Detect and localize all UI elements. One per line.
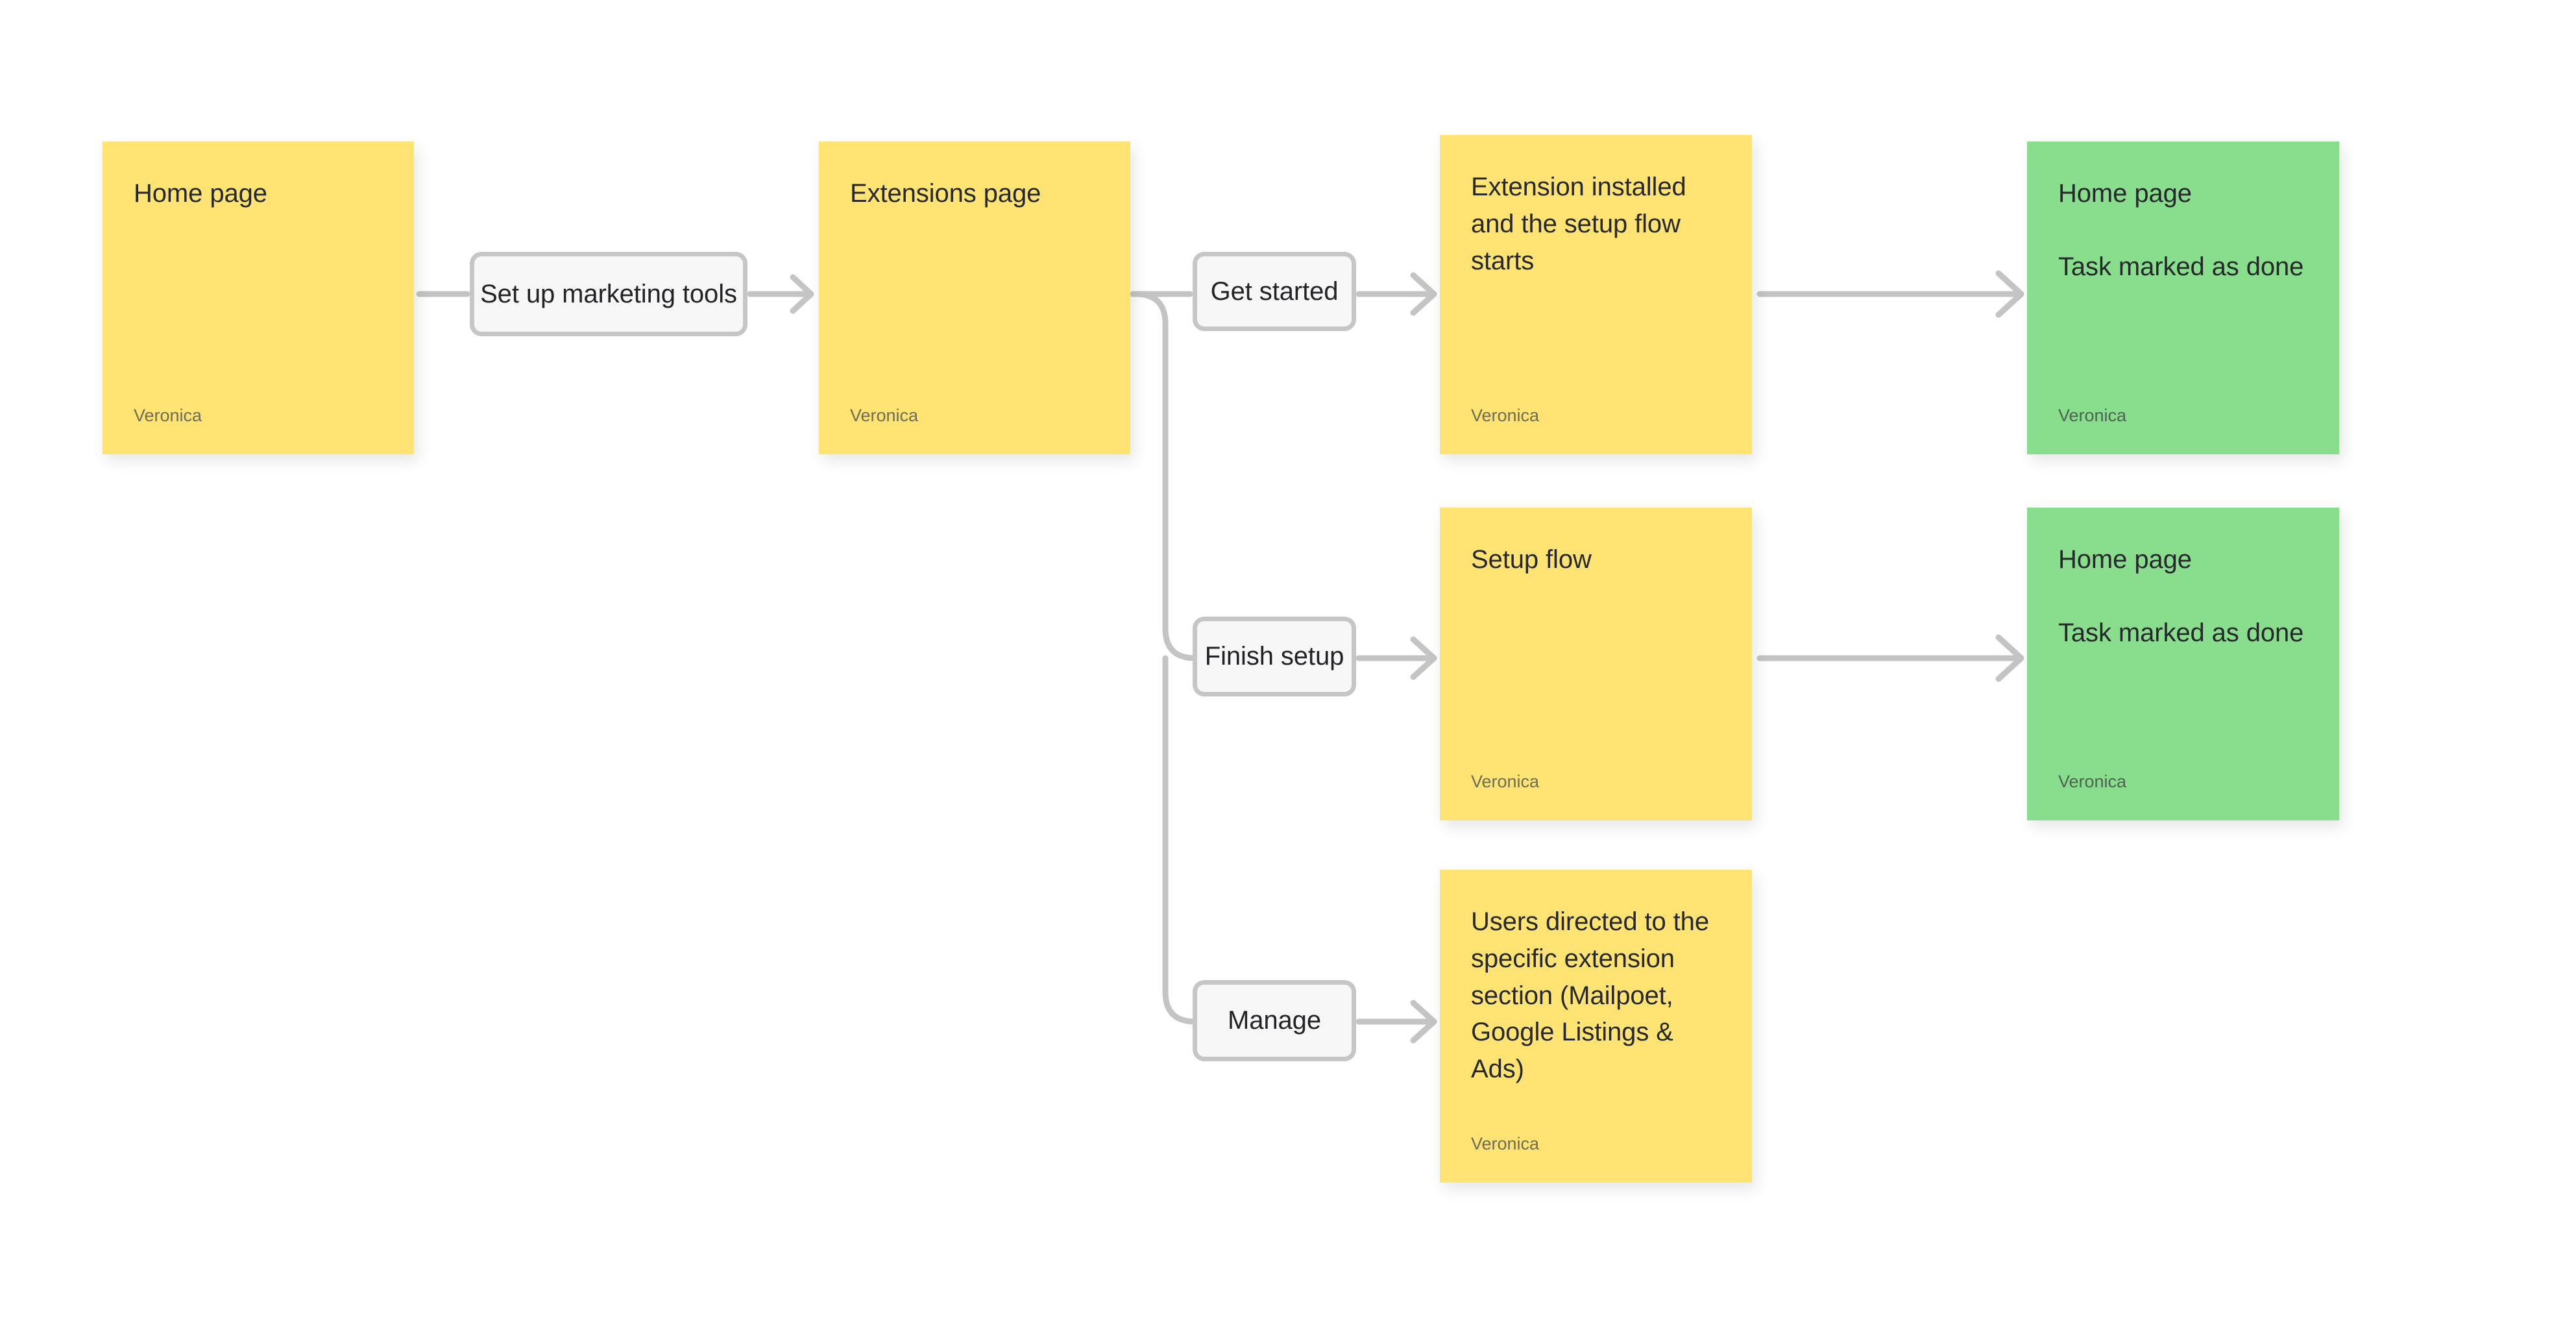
sticky-note-line: Task marked as done — [2058, 618, 2304, 647]
sticky-note-users-directed[interactable]: Users directed to the specific extension… — [1440, 870, 1752, 1183]
chip-finish-setup[interactable]: Finish setup — [1193, 617, 1356, 696]
sticky-note-line: Task marked as done — [2058, 252, 2304, 281]
sticky-note-author: Veronica — [134, 405, 202, 425]
chip-label: Get started — [1210, 277, 1339, 306]
sticky-note-line: Setup flow — [1471, 545, 1592, 574]
sticky-note-line-gap — [2058, 578, 2308, 615]
sticky-note-line: Users directed to the specific extension… — [1471, 907, 1716, 1084]
sticky-note-text: Setup flow — [1471, 541, 1721, 771]
sticky-note-author: Veronica — [1471, 771, 1540, 791]
arrowhead-into-setup-flow — [1410, 636, 1437, 680]
sticky-note-home-page-start[interactable]: Home page Veronica — [103, 141, 414, 454]
sticky-note-home-page-done-1[interactable]: Home page Task marked as done Veronica — [2027, 141, 2339, 454]
sticky-note-line: Home page — [134, 179, 267, 208]
chip-get-started[interactable]: Get started — [1193, 252, 1356, 331]
sticky-note-author: Veronica — [1471, 1133, 1540, 1153]
arrowhead-into-done-2 — [1995, 634, 2024, 682]
sticky-note-text: Extensions page — [850, 175, 1099, 405]
chip-label: Set up marketing tools — [480, 279, 737, 308]
connector-extensions-to-finish-setup — [1132, 291, 1198, 661]
arrowhead-into-extensions — [790, 274, 814, 314]
sticky-note-line-gap — [2058, 212, 2308, 249]
sticky-note-line: Home page — [2058, 545, 2192, 574]
sticky-note-line: Home page — [2058, 179, 2192, 208]
sticky-note-extension-installed[interactable]: Extension installed and the setup flow s… — [1440, 135, 1752, 454]
sticky-note-author: Veronica — [2058, 771, 2127, 791]
sticky-note-line: Extension installed and the setup flow s… — [1471, 173, 1694, 275]
sticky-note-text: Home page Task marked as done — [2058, 175, 2308, 405]
sticky-note-text: Users directed to the specific extension… — [1471, 904, 1721, 1133]
arrowhead-into-users — [1410, 1000, 1437, 1044]
arrowhead-into-done-1 — [1995, 270, 2024, 318]
sticky-note-home-page-done-2[interactable]: Home page Task marked as done Veronica — [2027, 508, 2339, 820]
sticky-note-text: Extension installed and the setup flow s… — [1471, 169, 1721, 405]
sticky-note-line: Extensions page — [850, 179, 1041, 208]
arrowhead-into-installed — [1410, 272, 1437, 316]
sticky-note-setup-flow[interactable]: Setup flow Veronica — [1440, 508, 1752, 820]
chip-label: Finish setup — [1204, 642, 1344, 670]
sticky-note-text: Home page — [134, 175, 383, 405]
sticky-note-author: Veronica — [2058, 405, 2127, 425]
sticky-note-author: Veronica — [1471, 405, 1540, 425]
chip-manage[interactable]: Manage — [1193, 980, 1356, 1061]
chip-set-up-marketing-tools[interactable]: Set up marketing tools — [470, 252, 747, 336]
sticky-note-author: Veronica — [850, 405, 919, 425]
chip-label: Manage — [1228, 1006, 1321, 1035]
sticky-note-extensions-page[interactable]: Extensions page Veronica — [819, 141, 1130, 454]
sticky-note-text: Home page Task marked as done — [2058, 541, 2308, 771]
connector-extensions-to-manage — [1162, 655, 1198, 1025]
